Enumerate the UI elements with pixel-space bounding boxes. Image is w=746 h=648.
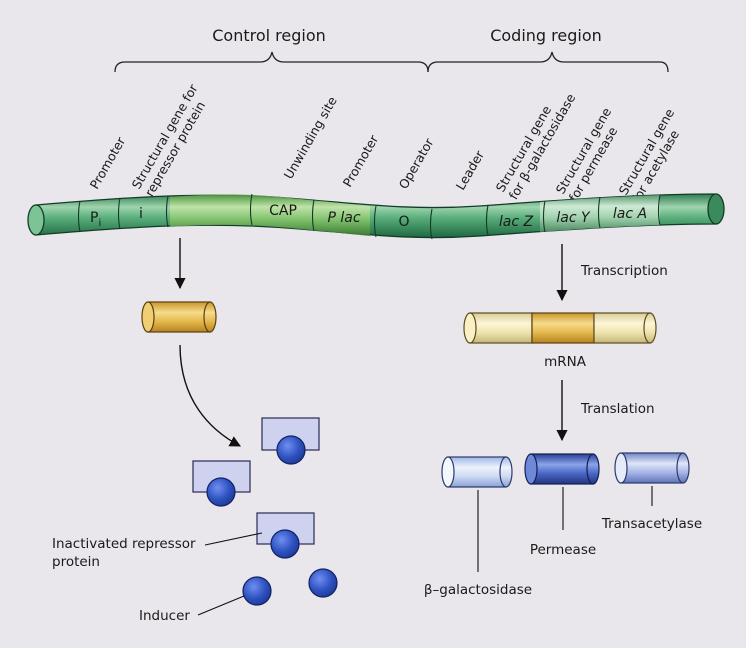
mrna-cylinder — [463, 312, 657, 344]
inactivation-arrow — [179, 344, 241, 447]
segment-i: i — [139, 206, 143, 222]
mrna-label: mRNA — [544, 354, 587, 370]
permease-label: Permease — [530, 542, 596, 558]
repressor-protein-cylinder — [141, 301, 217, 333]
segment-laca: lac A — [613, 206, 647, 222]
svg-text:Promoter: Promoter — [87, 134, 129, 192]
label-promoter-i: Promoter — [87, 134, 129, 192]
inducer-pointer — [197, 595, 245, 616]
segment-pi: Pi — [90, 210, 101, 229]
inactivated-repressor-pointer — [204, 532, 263, 546]
inducer-molecule — [308, 568, 338, 598]
segment-lacy: lac Y — [556, 210, 591, 226]
segment-lacz: lac Z — [499, 214, 534, 230]
svg-text:Unwinding site: Unwinding site — [281, 94, 340, 182]
dna-strand — [27, 193, 725, 240]
control-region-label: Control region — [212, 26, 326, 45]
permease-cylinder — [524, 453, 600, 485]
coding-region-label: Coding region — [490, 26, 602, 45]
translation-label: Translation — [580, 401, 655, 417]
transcription-label: Transcription — [580, 263, 668, 279]
label-operator: Operator — [396, 135, 437, 192]
svg-text:Leader: Leader — [453, 147, 488, 192]
segment-plac: P lac — [327, 210, 360, 226]
control-region-brace — [114, 51, 429, 73]
transacetylase-label: Transacetylase — [601, 516, 702, 532]
inactivated-repressor-label: Inactivated repressor — [52, 536, 196, 552]
segment-operator: O — [398, 214, 409, 230]
coding-region-brace — [427, 51, 669, 73]
repressor-inducer-complex — [256, 512, 315, 559]
inducer-label: Inducer — [139, 608, 190, 624]
repressor-inducer-complex — [192, 460, 251, 507]
label-repressor-gene: Structural gene for repressor protein — [129, 81, 209, 199]
beta-galactosidase-cylinder — [441, 456, 513, 488]
label-laca-gene: Structural gene for acetylase — [616, 106, 683, 205]
svg-text:Promoter: Promoter — [340, 132, 382, 190]
beta-galactosidase-label: β–galactosidase — [424, 582, 532, 598]
transacetylase-cylinder — [614, 452, 690, 484]
inactivated-repressor-label-line2: protein — [52, 554, 100, 570]
repressor-inducer-complex — [261, 417, 320, 465]
label-leader: Leader — [453, 147, 488, 192]
label-unwinding-site: Unwinding site — [281, 94, 340, 182]
svg-text:Operator: Operator — [396, 135, 437, 192]
label-promoter-lac: Promoter — [340, 132, 382, 190]
segment-cap: CAP — [269, 203, 297, 219]
inducer-molecule — [242, 576, 272, 606]
